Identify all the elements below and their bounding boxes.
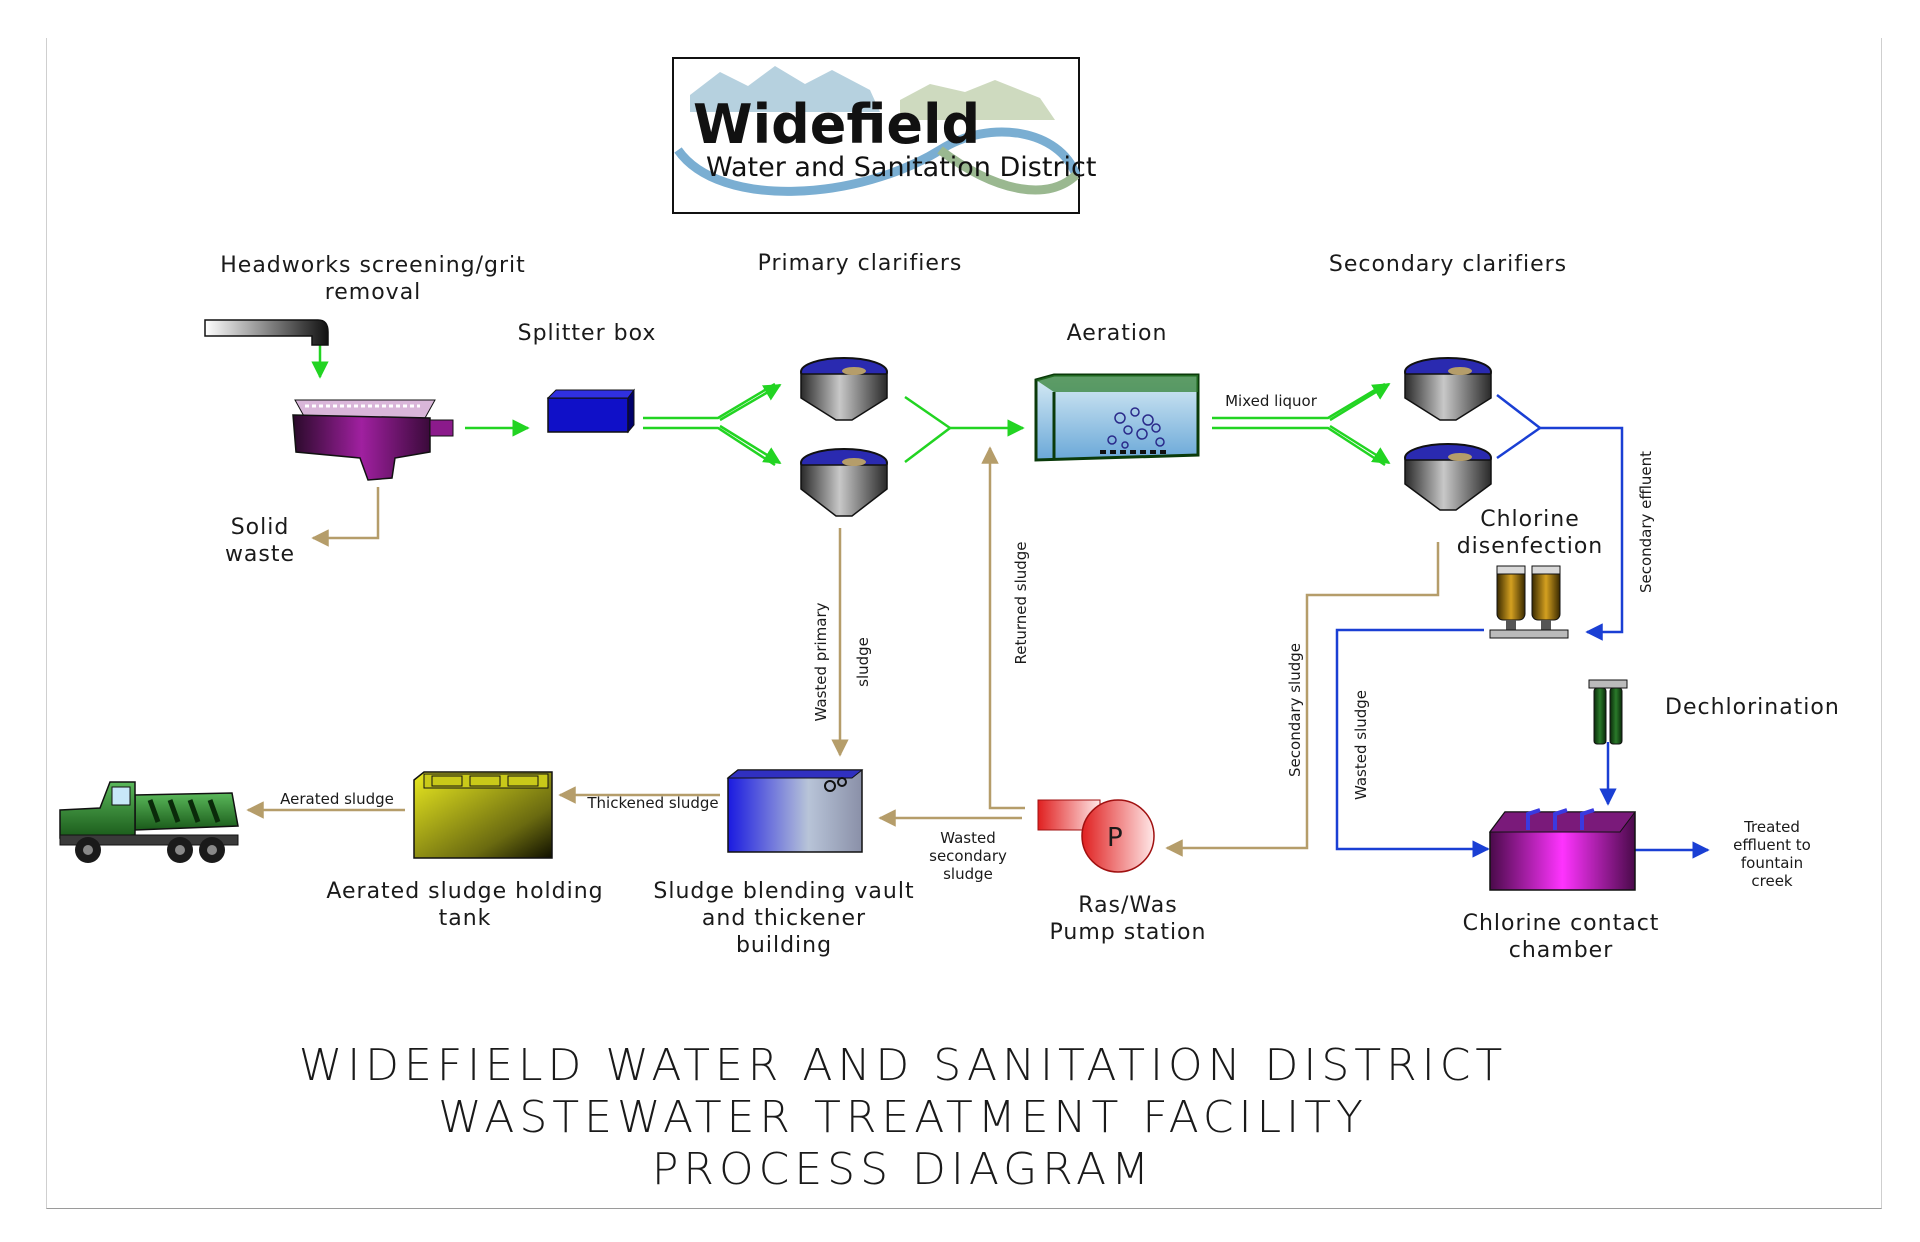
label-holding-tank-2: tank bbox=[439, 906, 492, 931]
label-wasted-secondary-1: Wasted bbox=[940, 829, 996, 847]
label-chlorine-2: disenfection bbox=[1457, 534, 1604, 559]
effluent-flow-lines bbox=[1335, 394, 1710, 859]
label-wasted-primary-1: Wasted primary bbox=[812, 602, 830, 721]
dechlorination-tanks bbox=[1588, 679, 1628, 745]
label-wasted-secondary-3: sludge bbox=[943, 865, 993, 883]
label-blending-vault-1: Sludge blending vault bbox=[653, 879, 914, 904]
label-returned-sludge: Returned sludge bbox=[1012, 541, 1030, 664]
label-treated-1: Treated bbox=[1743, 818, 1800, 836]
logo-name: Widefield bbox=[693, 93, 980, 156]
title-line-1: WIDEFIELD WATER AND SANITATION DISTRICT bbox=[299, 1040, 1508, 1091]
label-primary-clarifiers: Primary clarifiers bbox=[758, 251, 963, 276]
headworks-screen bbox=[292, 399, 454, 481]
label-wasted-sludge: Wasted sludge bbox=[1352, 690, 1370, 800]
label-thickened-sludge: Thickened sludge bbox=[586, 794, 718, 812]
label-secondary-effluent: Secondary effluent bbox=[1637, 451, 1655, 593]
sludge-blending-vault bbox=[726, 769, 864, 853]
diagram-title: WIDEFIELD WATER AND SANITATION DISTRICT … bbox=[299, 1040, 1508, 1195]
label-wasted-secondary-2: secondary bbox=[929, 847, 1007, 865]
water-flow-lines bbox=[311, 342, 1391, 467]
label-solid-waste-1: Solid bbox=[231, 515, 290, 540]
label-pump-station-1: Ras/Was bbox=[1078, 893, 1177, 918]
chlorine-disinfection-tanks bbox=[1489, 565, 1569, 639]
label-treated-3: fountain bbox=[1741, 854, 1803, 872]
label-aerated-sludge: Aerated sludge bbox=[280, 790, 394, 808]
primary-clarifier-1 bbox=[800, 357, 888, 421]
label-holding-tank-1: Aerated sludge holding bbox=[326, 879, 603, 904]
ras-was-pump: P bbox=[1037, 799, 1155, 873]
title-line-2: WASTEWATER TREATMENT FACILITY bbox=[438, 1092, 1368, 1143]
label-blending-vault-2: and thickener bbox=[702, 906, 866, 931]
aerated-sludge-holding-tank bbox=[413, 771, 553, 859]
district-logo: Widefield Water and Sanitation District bbox=[672, 57, 1097, 214]
title-line-3: PROCESS DIAGRAM bbox=[652, 1144, 1154, 1195]
splitter-box bbox=[546, 388, 635, 434]
label-dechlorination: Dechlorination bbox=[1665, 695, 1840, 720]
dump-truck bbox=[59, 781, 239, 863]
label-chlorine-contact-2: chamber bbox=[1509, 938, 1614, 963]
chlorine-contact-chamber bbox=[1489, 808, 1636, 891]
label-splitter-box: Splitter box bbox=[518, 321, 657, 346]
logo-subtitle: Water and Sanitation District bbox=[706, 152, 1097, 183]
sludge-flow-lines bbox=[246, 446, 1440, 857]
secondary-clarifier-1 bbox=[1404, 357, 1492, 421]
label-aeration: Aeration bbox=[1067, 321, 1168, 346]
aeration-basin bbox=[1034, 373, 1200, 462]
label-secondary-clarifiers: Secondary clarifiers bbox=[1329, 252, 1567, 277]
label-blending-vault-3: building bbox=[736, 933, 832, 958]
primary-clarifier-2 bbox=[800, 448, 888, 517]
label-wasted-primary-2: sludge bbox=[854, 637, 872, 687]
label-treated-4: creek bbox=[1751, 872, 1793, 890]
pump-letter: P bbox=[1107, 823, 1123, 853]
diagram-frame bbox=[46, 38, 1882, 1209]
label-chlorine-contact-1: Chlorine contact bbox=[1463, 911, 1660, 936]
label-headworks-1: Headworks screening/grit bbox=[220, 253, 526, 278]
label-treated-2: effluent to bbox=[1733, 836, 1811, 854]
label-pump-station-2: Pump station bbox=[1050, 920, 1207, 945]
label-chlorine-1: Chlorine bbox=[1480, 507, 1580, 532]
diagram-labels: Headworks screening/grit removal Solid w… bbox=[220, 251, 1840, 963]
label-mixed-liquor: Mixed liquor bbox=[1225, 392, 1318, 410]
headworks-inlet-pipe bbox=[204, 319, 329, 346]
label-headworks-2: removal bbox=[325, 280, 422, 305]
label-solid-waste-2: waste bbox=[225, 542, 295, 567]
label-secondary-sludge: Secondary sludge bbox=[1286, 643, 1304, 777]
secondary-clarifier-2 bbox=[1404, 443, 1492, 511]
